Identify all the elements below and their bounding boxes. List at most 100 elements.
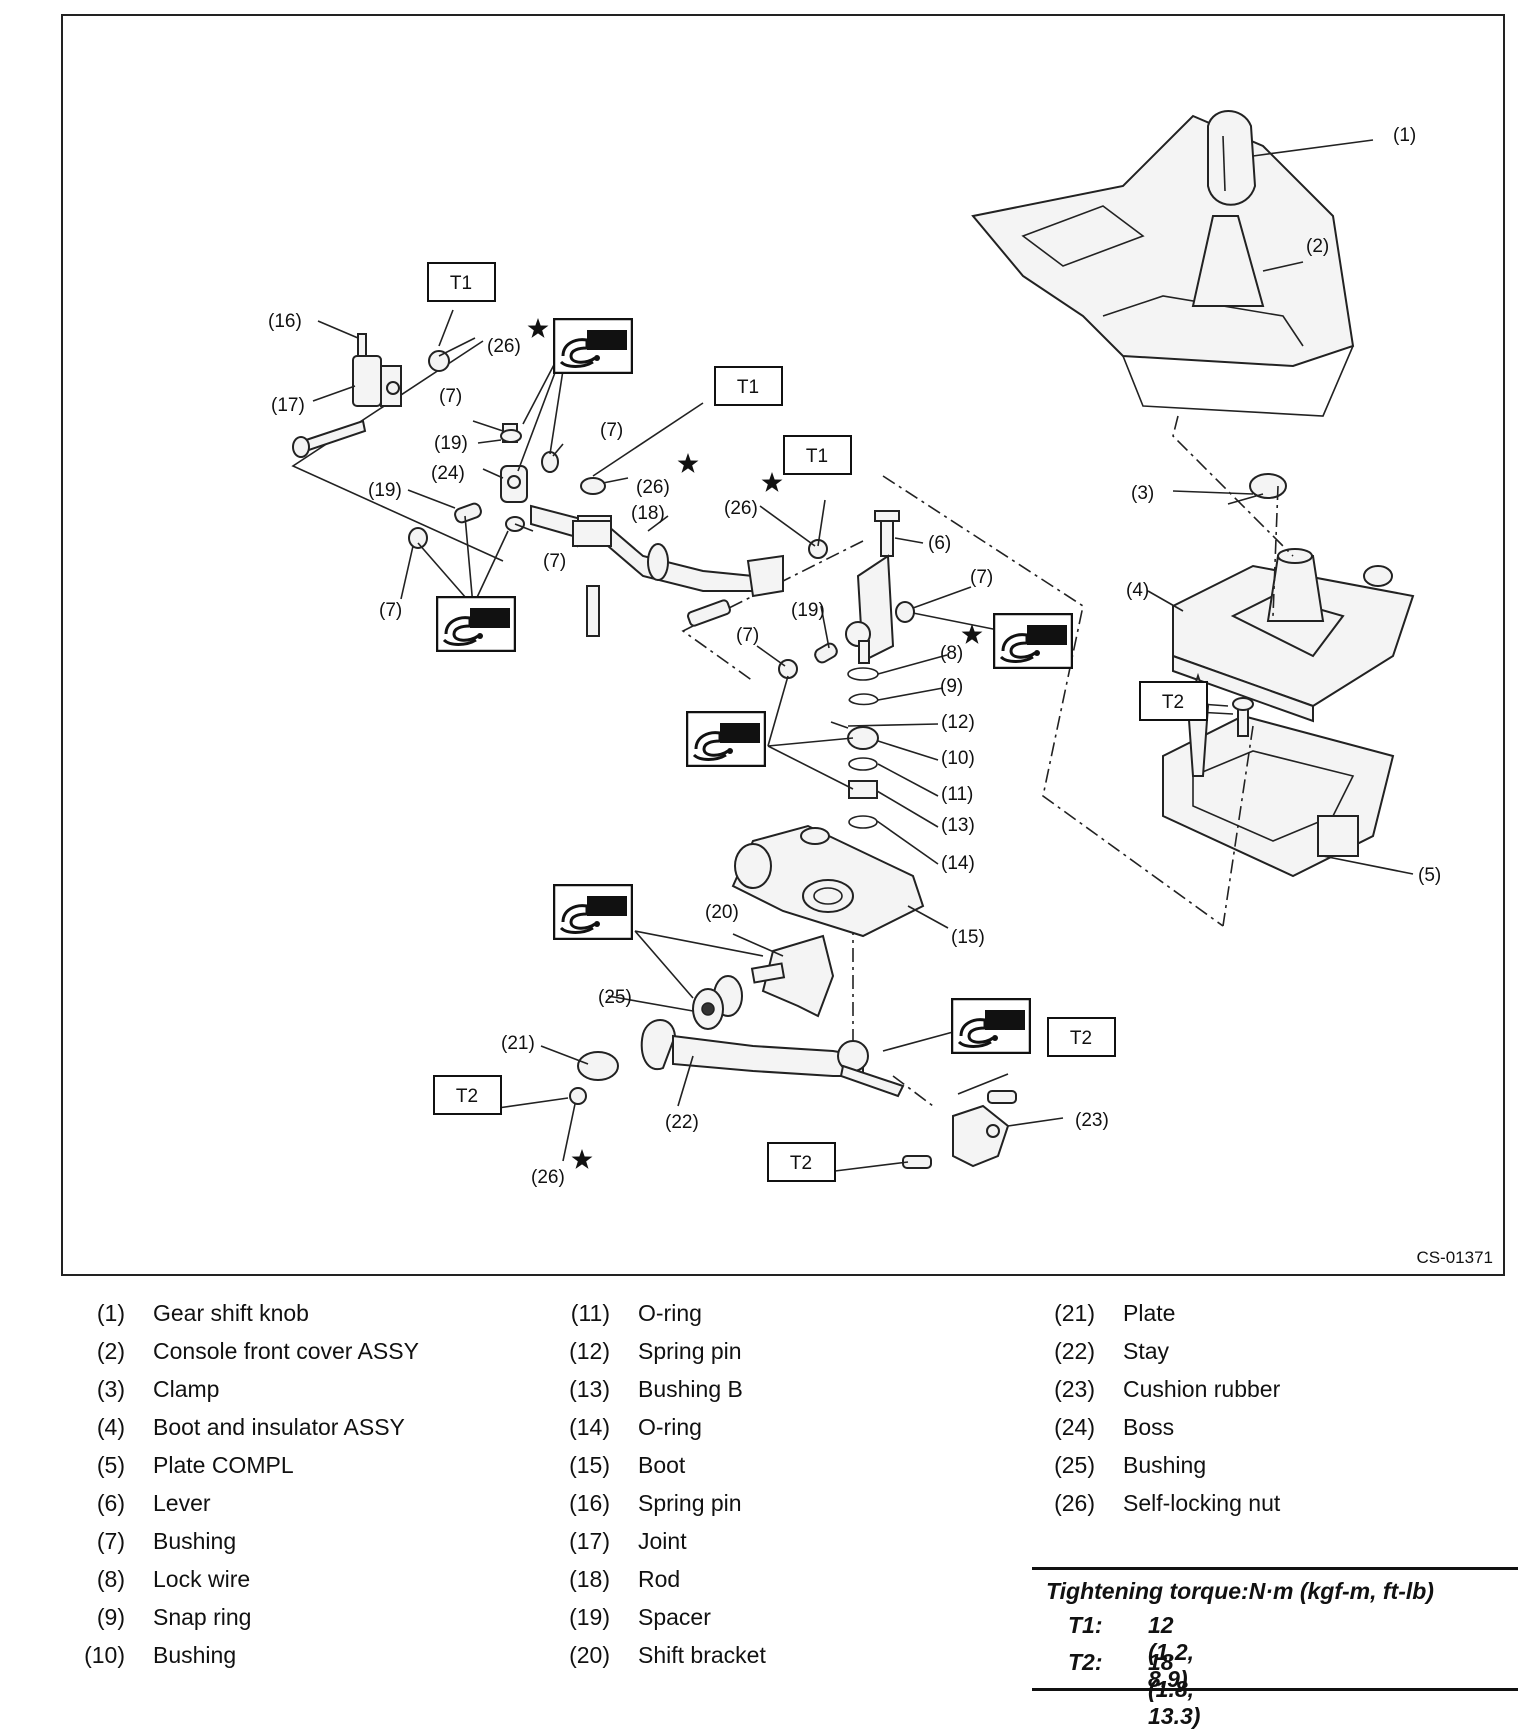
torque-tag-t1: T1 xyxy=(783,435,852,475)
callout-10: (10) xyxy=(941,748,975,769)
callout-7: (7) xyxy=(439,386,462,407)
legend-part-name: Lock wire xyxy=(153,1566,251,1592)
shift-bracket-drawing xyxy=(750,934,835,1018)
legend-number: (3) xyxy=(96,1376,125,1402)
callout-6: (6) xyxy=(928,533,951,554)
torque-tag-t2: T2 xyxy=(1047,1017,1116,1057)
diagram-frame: T1 T1 T1 T2 T2 T2 T2 (1) (2) (3) (4) (5)… xyxy=(61,14,1505,1276)
legend-part-name: Self-locking nut xyxy=(1123,1490,1281,1516)
callout-7: (7) xyxy=(600,420,623,441)
callout-22: (22) xyxy=(665,1112,699,1133)
legend-number: (2) xyxy=(96,1338,125,1364)
legend-part-name: Cushion rubber xyxy=(1123,1376,1281,1402)
svg-text:T2: T2 xyxy=(1070,1028,1092,1049)
legend-number: (6) xyxy=(96,1490,125,1516)
legend-part-name: O-ring xyxy=(638,1414,702,1440)
callout-26: (26) xyxy=(487,336,521,357)
legend-part-name: Plate xyxy=(1123,1300,1176,1326)
legend-part-name: O-ring xyxy=(638,1300,702,1326)
callout-24: (24) xyxy=(431,463,465,484)
legend-number: (18) xyxy=(569,1566,610,1592)
legend-number: (26) xyxy=(1054,1490,1095,1516)
torque-value: 12 (1.2, 8.9) xyxy=(1148,1612,1195,1692)
torque-tag-t2: T2 xyxy=(767,1142,836,1182)
legend-number: (1) xyxy=(96,1300,125,1326)
legend-number: (25) xyxy=(1054,1452,1095,1478)
legend-number: (23) xyxy=(1054,1376,1095,1402)
callout-13: (13) xyxy=(941,815,975,836)
callout-9: (9) xyxy=(940,676,963,697)
torque-tag-t2: T2 xyxy=(1139,681,1208,721)
legend-number: (24) xyxy=(1054,1414,1095,1440)
torque-key: T2: xyxy=(1068,1649,1103,1675)
legend-part-name: Shift bracket xyxy=(638,1642,766,1668)
torque-value: 18 (1.8, 13.3) xyxy=(1148,1649,1201,1729)
legend-number: (5) xyxy=(96,1452,125,1478)
svg-text:T2: T2 xyxy=(456,1086,478,1107)
callout-3: (3) xyxy=(1131,483,1154,504)
parts-legend: (1)Gear shift knob(2)Console front cover… xyxy=(70,1300,1510,1668)
legend-part-name: Bushing xyxy=(1123,1452,1207,1478)
legend-part-name: Joint xyxy=(638,1528,687,1554)
callout-5: (5) xyxy=(1418,865,1441,886)
star-icon xyxy=(571,1149,593,1169)
legend-number: (4) xyxy=(96,1414,125,1440)
svg-text:T1: T1 xyxy=(806,446,828,467)
callout-7: (7) xyxy=(379,600,402,621)
torque-row: T2: 18 (1.8, 13.3) xyxy=(1068,1649,1200,1729)
legend-part-name: Bushing xyxy=(153,1642,237,1668)
tightening-torque-table: Tightening torque:N·m (kgf-m, ft-lb) T1:… xyxy=(1032,1567,1518,1729)
legend-number: (16) xyxy=(569,1490,610,1516)
legend-number: (9) xyxy=(96,1604,125,1630)
ref-line xyxy=(681,540,864,682)
grease-icon xyxy=(553,884,633,940)
grease-icon xyxy=(436,596,516,652)
callout-21: (21) xyxy=(501,1033,535,1054)
legend-part-name: Boss xyxy=(1123,1414,1175,1440)
legend-number: (17) xyxy=(569,1528,610,1554)
torque-tag-t2: T2 xyxy=(433,1075,502,1115)
boot-drawing xyxy=(731,824,925,938)
torque-title: Tightening torque:N·m (kgf-m, ft-lb) xyxy=(1046,1578,1434,1604)
legend-part-name: Stay xyxy=(1123,1338,1170,1364)
svg-text:T2: T2 xyxy=(1162,692,1184,713)
joint-drawing xyxy=(292,333,402,458)
callout-20: (20) xyxy=(705,902,739,923)
svg-text:T1: T1 xyxy=(450,273,472,294)
figure-code: CS-01371 xyxy=(1416,1248,1493,1267)
callout-1: (1) xyxy=(1393,125,1416,146)
callout-15: (15) xyxy=(951,927,985,948)
torque-row: T1: 12 (1.2, 8.9) xyxy=(1068,1612,1194,1692)
legend-part-name: Clamp xyxy=(153,1376,220,1402)
legend-number: (7) xyxy=(96,1528,125,1554)
callout-19: (19) xyxy=(368,480,402,501)
bushing-drawing xyxy=(692,975,743,1030)
ref-line xyxy=(1222,725,1254,927)
console-front-cover-drawing xyxy=(971,110,1355,417)
callout-7: (7) xyxy=(970,567,993,588)
torque-key: T1: xyxy=(1068,1612,1103,1638)
torque-tag-t1: T1 xyxy=(427,262,496,302)
torque-tag-t1: T1 xyxy=(714,366,783,406)
legend-number: (8) xyxy=(96,1566,125,1592)
grease-icon xyxy=(686,711,766,767)
legend-number: (12) xyxy=(569,1338,610,1364)
legend-number: (21) xyxy=(1054,1300,1095,1326)
legend-part-name: Bushing xyxy=(153,1528,237,1554)
exploded-view-diagram: T1 T1 T1 T2 T2 T2 T2 (1) (2) (3) (4) (5)… xyxy=(268,110,1441,1188)
legend-part-name: Boot and insulator ASSY xyxy=(153,1414,405,1440)
callouts: (1) (2) (3) (4) (5) (6) (7) (7) (7) (7) … xyxy=(268,125,1441,1188)
legend-part-name: Spring pin xyxy=(638,1490,742,1516)
grease-icon xyxy=(553,318,633,374)
callout-19: (19) xyxy=(434,433,468,454)
callout-2: (2) xyxy=(1306,236,1329,257)
callout-25: (25) xyxy=(598,987,632,1008)
legend-part-name: Bushing B xyxy=(638,1376,743,1402)
self-locking-nut-drawing xyxy=(428,350,450,372)
callout-4: (4) xyxy=(1126,580,1149,601)
callout-7: (7) xyxy=(543,551,566,572)
ref-line xyxy=(1172,415,1294,557)
star-icon xyxy=(527,318,549,338)
self-locking-nut-drawing xyxy=(569,1087,587,1105)
boot-insulator-drawing xyxy=(1172,473,1415,723)
